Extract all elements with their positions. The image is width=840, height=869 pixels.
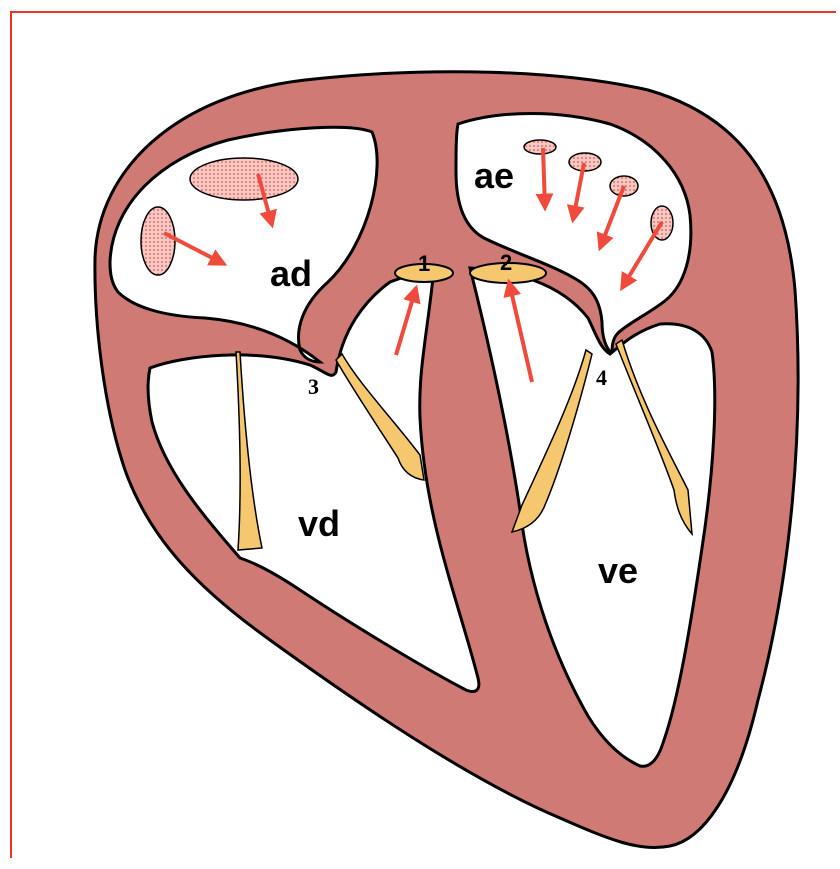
label-4: 4: [596, 365, 607, 390]
label-ae: ae: [474, 155, 514, 196]
label-2: 2: [500, 250, 512, 275]
label-3: 3: [308, 374, 319, 399]
label-ad: ad: [270, 253, 312, 294]
label-ve: ve: [598, 550, 638, 591]
label-vd: vd: [298, 503, 340, 544]
label-1: 1: [418, 251, 430, 276]
